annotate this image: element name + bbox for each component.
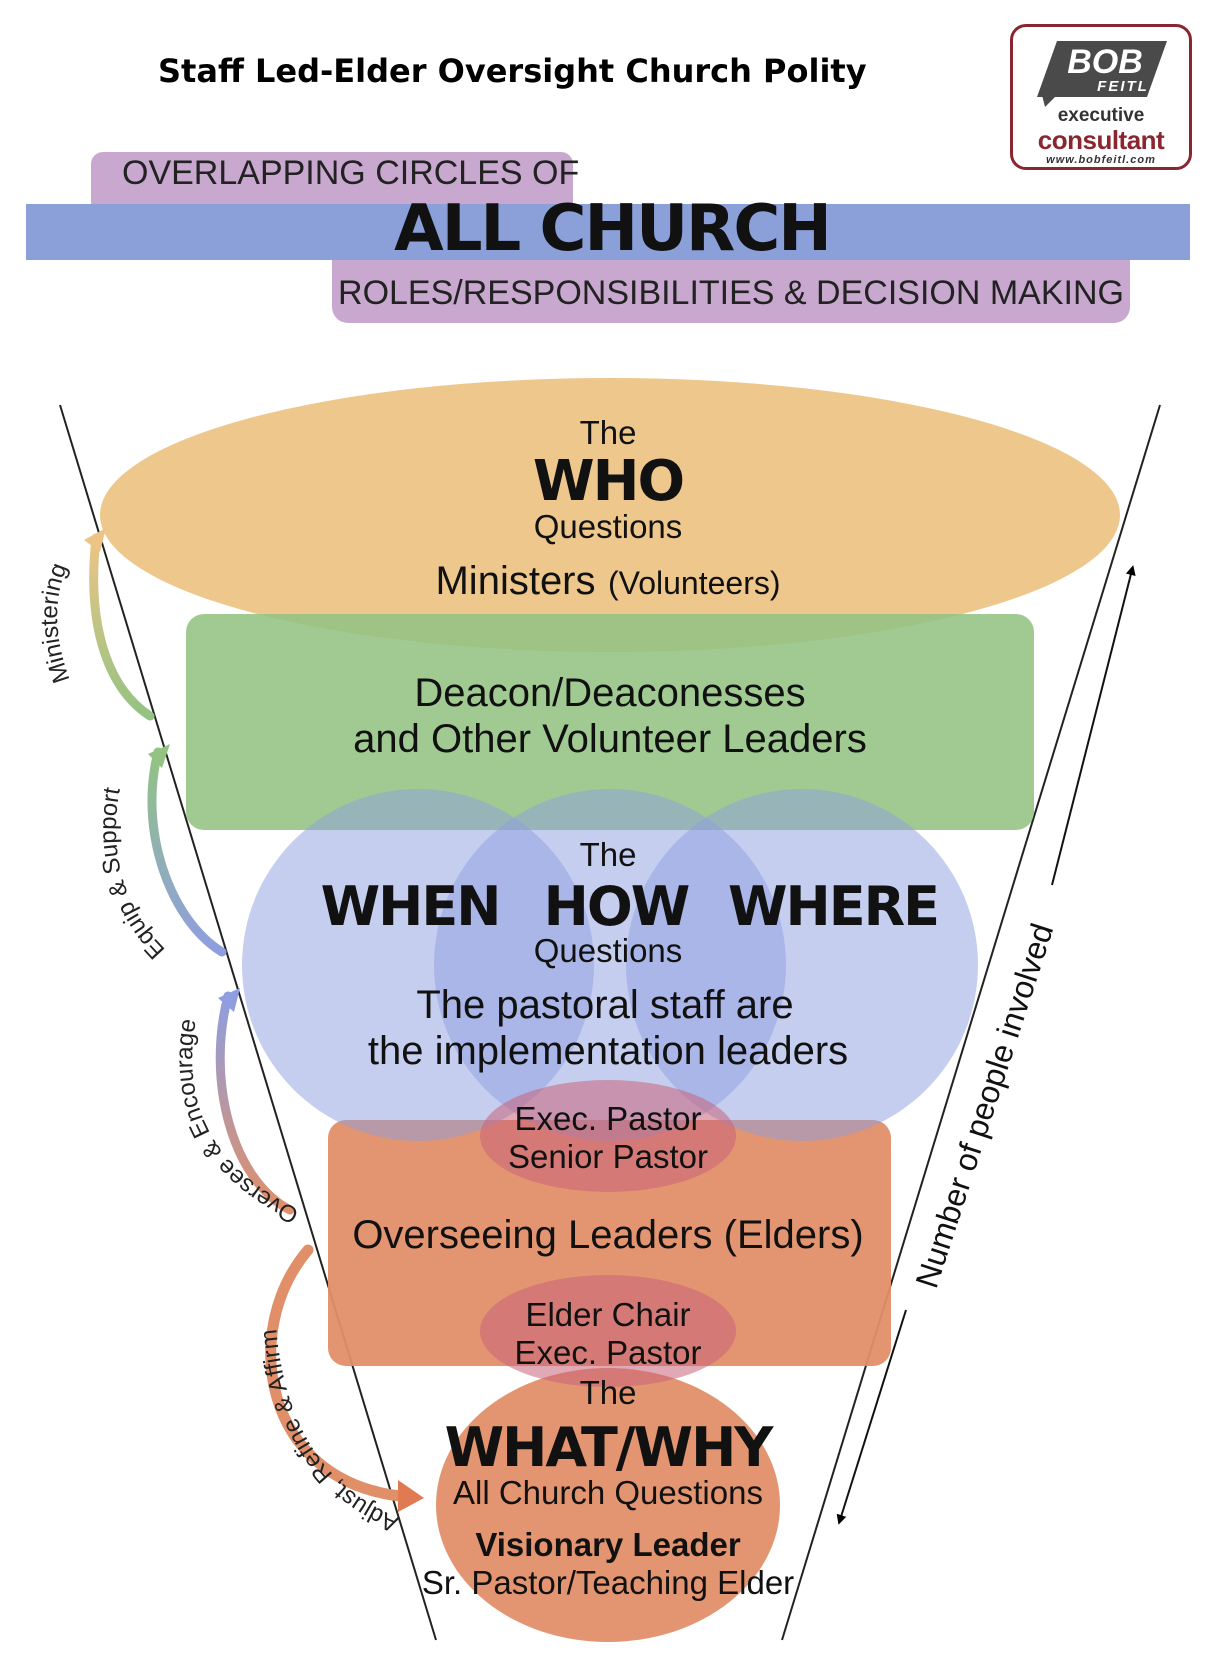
overlap-upper-ellipse [480,1080,736,1192]
consultant-logo: BOB FEITL executive consultant www.bobfe… [1010,24,1192,170]
elders-label: Overseeing Leaders (Elders) [352,1213,863,1257]
page-title: Staff Led-Elder Oversight Church Polity [158,52,867,90]
where-label: WHERE [728,875,938,938]
where-circle [626,789,978,1141]
how-label: HOW [544,875,689,938]
oversee-arrow-icon [215,991,295,1215]
funnel-right-line [781,404,1161,1641]
equip-path-text: Equip & Support [95,785,170,964]
whatwhy-questions: All Church Questions [453,1474,763,1511]
whw-questions: Questions [534,932,683,969]
overlap-lower-ellipse [480,1275,736,1387]
equip-label: Equip & Support [95,785,170,964]
logo-line4: consultant [1037,125,1165,155]
deacons-line2: and Other Volunteer Leaders [353,717,867,761]
logo-line1: BOB [1067,43,1143,81]
ministering-path-text: Ministering [36,559,75,686]
deacons-box [186,614,1034,830]
whatwhy-heading: WHAT/WHY [445,1416,775,1479]
banner-bottom-bar [332,245,1130,323]
equip-arrow-icon [147,747,227,957]
overlap-upper-line1: Exec. Pastor [514,1100,701,1137]
logo-line3: executive [1057,105,1145,126]
banner-bottom-text: ROLES/RESPONSIBILITIES & DECISION MAKING [338,274,1124,312]
whw-line1: The pastoral staff are [416,983,793,1027]
logo-badge-icon: BOB FEITL [1037,41,1167,107]
who-ellipse [100,378,1120,652]
ministering-arrow-icon [89,533,155,721]
whw-the: The [580,836,637,873]
who-role: Ministers [435,559,595,603]
banner-top-bar [91,152,573,214]
logo-line2: FEITL [1097,78,1149,95]
whatwhy-leader: Visionary Leader [475,1526,741,1563]
overlap-upper-line2: Senior Pastor [508,1138,708,1175]
who-role-line: Ministers (Volunteers) [435,559,780,603]
adjust-arrow-icon [265,1244,406,1502]
ministering-arrowhead-icon [84,528,106,552]
logo-url: www.bobfeitl.com [1046,154,1156,166]
banner-main-text: ALL CHURCH [394,192,830,266]
deacons-line1: Deacon/Deaconesses [414,671,805,715]
people-axis-down-line [836,1309,907,1525]
oversee-arrowhead-icon [218,988,240,1012]
people-axis-up-line [1051,565,1136,886]
who-questions: Questions [534,508,683,545]
ministering-label: Ministering [36,559,75,686]
whatwhy-the: The [580,1374,637,1411]
what-why-circle [436,1368,780,1642]
when-label: WHEN [321,875,500,938]
who-role-note: (Volunteers) [608,565,781,601]
who-the: The [580,414,637,451]
overlap-lower-line2: Exec. Pastor [514,1334,701,1371]
elders-box [328,1120,891,1366]
funnel-left-line [59,404,437,1641]
banner-top-text: OVERLAPPING CIRCLES OF [122,154,579,192]
whw-line2: the implementation leaders [368,1029,848,1073]
whatwhy-leader-role: Sr. Pastor/Teaching Elder [422,1564,794,1601]
equip-arrowhead-icon [148,744,170,768]
adjust-arrowhead-icon [398,1480,424,1512]
overlap-lower-line1: Elder Chair [525,1296,690,1333]
banner: OVERLAPPING CIRCLES OF ALL CHURCH ROLES/… [26,152,1190,323]
banner-main-bar [26,204,1190,260]
who-heading: WHO [533,449,683,514]
